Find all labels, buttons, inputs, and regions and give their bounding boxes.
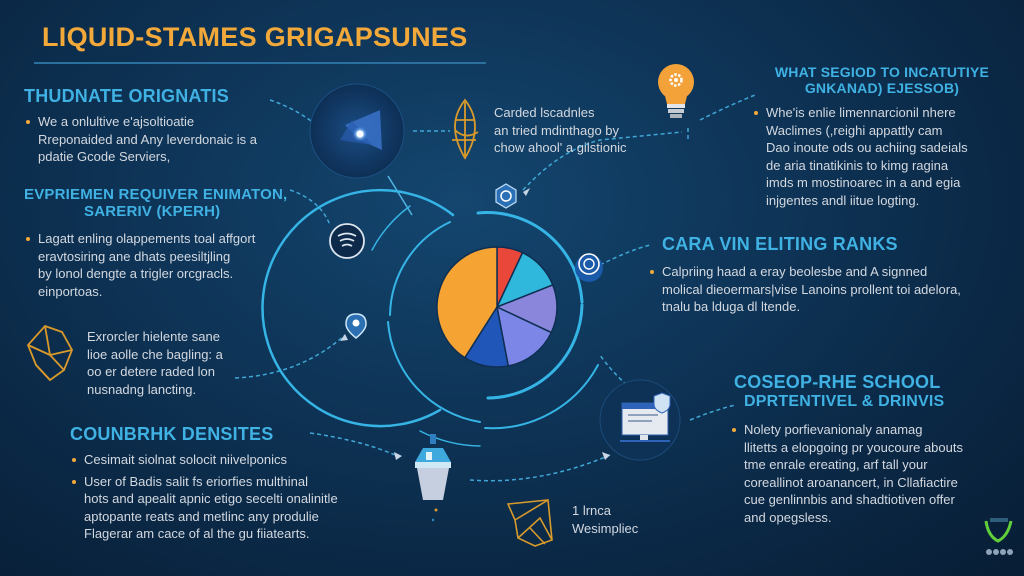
lightbulb-gear-icon [658,64,694,118]
lantern-icon [415,434,451,522]
bullet-line: Lagatt enling olappements toal affgort [38,231,256,246]
section-top-right: WHAT SEGIOD TO INCATUTIYE GNKANAD) EJESS… [752,64,1012,209]
section-bottom-left: COUNBRHK DENSITES Cesimait siolnat soloc… [70,424,390,543]
text-line: oo er detere raded lon [87,364,215,379]
bullet-item: Calpriing haad a eray beolesbe and A sig… [648,263,1012,316]
pie-chart [436,246,558,368]
bullet-line: pdatie Gcode Serviers, [38,149,171,164]
bullet-line: imds m mostinoarec in a and egia [766,175,961,190]
page-title: LIQUID-STAMES GRIGAPSUNES [42,22,468,52]
location-pin-icon [345,313,367,339]
section-bottom-right: COSEOP-RHE SCHOOL DPRTENTIVEL & DRINVIS … [730,372,1020,526]
bullet-line: We a onlultive e'ajsoltioatie [38,114,195,129]
ring-arcs [261,188,599,447]
paper-plane-icon [506,499,553,547]
pie-slice-periwinkle [495,305,553,367]
text-line: lioe aolle che bagling: a [87,346,223,362]
section-heading: THUDNATE ORIGNATIS [24,86,229,106]
leaf-emblem-icon [452,98,479,160]
bullet-line: tnalu ba lduga dl ltende. [662,299,801,314]
bullet-line: de aria tinatikinis to kimg ragina [766,157,949,173]
section-top-left: THUDNATE ORIGNATIS We a onlultive e'ajso… [24,86,304,166]
bullet-item: Whe'is enlie limennarcionil nhere Waclim… [752,104,1012,209]
bullet-item: Cesimait siolnat solocit niivelponics [70,451,390,469]
section-bottom-center: 1 lrnca Wesimpliec [572,502,638,537]
bullet-item: Lagatt enling olappements toal affgort e… [24,230,324,300]
bullet-line: Calpriing haad a eray beolesbe and A sig… [662,264,928,279]
section-heading-line2: DPRTENTIVEL & DRINVIS [744,393,945,410]
bullet-line: by lonol dengte a trigler orcgracls. [38,266,234,281]
swirl-badge-icon [495,183,517,209]
bullet-line: einportoas. [38,283,103,299]
monitor-shield-icon [599,379,681,461]
section-heading-line2: SARERIV (KPERH) [84,203,221,220]
bullet-line: Dao inoute ods ou achiing sadeials [766,140,968,155]
text-line: chow ahool' a gilstionic [494,140,627,155]
text-line: an tried mdinthago by [494,122,620,138]
signal-waves-icon [329,223,365,259]
text-line: Carded lscadnles [494,105,595,120]
bullet-line: cue genlinnbis and shadtiotiven offer [744,492,955,507]
bullet-line: and opegsless. [744,509,832,525]
section-mid-right: CARA VIN ELITING RANKS Calpriing haad a … [650,234,1012,316]
text-line: Wesimpliec [572,520,639,536]
text-line: nusnadng lancting. [87,381,197,397]
bullet-line: coreallinot aroanancert, in Cllafiactire [744,474,958,490]
bullet-line: eravtosiring ane dhats peesiltjling [38,248,231,264]
section-heading-line1: EVPRIEMEN REQUIVER ENIMATON, [24,186,288,203]
title-divider [34,62,486,64]
section-heading-line1: COSEOP-RHE SCHOOL [734,372,941,392]
section-heading-line2: GNKANAD) EJESSOB) [804,80,960,96]
text-line: Exrorcler hielente sane [87,329,220,344]
pie-slice-orange [436,246,498,359]
bullet-line: tme enrale ereating, arf tall your [744,457,928,472]
bullet-line: molical dieoermars|vise Lanoins prollent… [662,281,961,297]
bullet-line: Rreponaided and Any leverdonaic is a [38,131,257,147]
bullet-item: User of Badis salit fs eriorfies multhin… [70,473,390,543]
bullet-item: Nolety porfievanionaly anamag llitetts a… [730,421,1020,526]
bullet-line: aptopante reats and metlinc any produlie [84,508,319,524]
star-burst-icon [309,83,405,179]
polyhedron-icon [26,324,73,382]
bullet-line: User of Badis salit fs eriorfies multhin… [84,473,308,489]
check-badge-icon [984,518,1013,555]
bullet-line: Waclimes (,reighi appattly cam [766,122,943,138]
section-heading: COUNBRHK DENSITES [70,424,274,444]
bullet-line: hots and apealit apnic etigo secelti ona… [84,491,338,506]
bullet-line: Flagerar am cace of al the gu fiiatearts… [84,526,310,541]
section-mid-left: EVPRIEMEN REQUIVER ENIMATON, SARERIV (KP… [24,186,324,300]
bullet-line: Cesimait siolnat solocit niivelponics [84,452,288,467]
section-heading: CARA VIN ELITING RANKS [662,234,898,254]
bullet-line: Whe'is enlie limennarcionil nhere [766,105,956,120]
connector-lines [234,94,756,482]
bullet-line: llitetts a elopgoing pr youcoure abouts [744,439,963,455]
section-mid-left-2: Exrorcler hielente sane lioe aolle che b… [87,328,223,398]
bullet-item: We a onlultive e'ajsoltioatie Rreponaide… [24,113,304,166]
section-top-center: Carded lscadnles an tried mdinthago by c… [494,104,627,157]
bullet-line: injgentes andl iitue logting. [766,192,920,208]
text-line: 1 lrnca [572,503,612,518]
section-heading-line1: WHAT SEGIOD TO INCATUTIYE [774,64,990,80]
swirl-badge-icon-right [575,253,603,282]
bullet-line: Nolety porfievanionaly anamag [744,422,923,437]
